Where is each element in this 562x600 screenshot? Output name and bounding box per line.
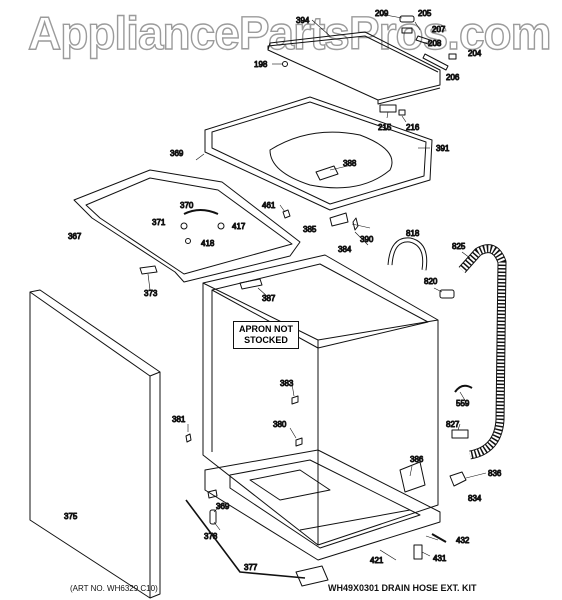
apron-not-stocked-note: APRON NOT STOCKED <box>233 321 299 349</box>
fastener-parts <box>185 395 447 587</box>
part-label: 461 <box>262 201 276 210</box>
part-label: 386 <box>410 455 424 464</box>
frame-part <box>73 169 359 283</box>
part-label: 377 <box>244 563 258 572</box>
top-cover-part <box>204 96 433 211</box>
part-label: 388 <box>343 159 357 168</box>
part-label: 369 <box>170 149 184 158</box>
part-label: 370 <box>180 201 194 210</box>
part-label: 383 <box>280 379 294 388</box>
part-label: 385 <box>303 225 317 234</box>
part-label: 384 <box>338 245 352 254</box>
part-label: 834 <box>468 494 482 503</box>
part-label: 205 <box>418 9 432 18</box>
drain-hose-kit-caption: WH49X0301 DRAIN HOSE EXT. KIT <box>328 583 477 593</box>
part-label: 387 <box>262 294 276 303</box>
part-label: 206 <box>446 73 460 82</box>
part-label: 417 <box>232 222 246 231</box>
part-label: 825 <box>452 242 466 251</box>
part-label: 381 <box>172 415 186 424</box>
part-label: 215 <box>378 123 392 132</box>
part-label: 373 <box>144 289 158 298</box>
part-label: 380 <box>273 420 287 429</box>
part-label: 375 <box>64 512 78 521</box>
part-label: 559 <box>456 399 470 408</box>
apron-note-line2: STOCKED <box>244 335 288 345</box>
part-label: 827 <box>446 420 460 429</box>
front-panel-part <box>29 289 161 599</box>
part-label: 209 <box>375 9 389 18</box>
apron-note-line1: APRON NOT <box>239 324 293 334</box>
part-label: 391 <box>436 144 450 153</box>
part-label: 369 <box>216 502 230 511</box>
part-label: 432 <box>456 536 470 545</box>
part-number-labels: 394 209 205 207 208 204 206 198 215 216 … <box>64 9 503 573</box>
part-label: 820 <box>424 277 438 286</box>
part-label: 431 <box>433 554 447 563</box>
part-label: 198 <box>254 60 268 69</box>
part-label: 208 <box>428 39 442 48</box>
hinge-parts <box>282 15 457 116</box>
part-label: 818 <box>406 229 420 238</box>
lid-part <box>267 31 441 105</box>
art-number-caption: (ART NO. WH6329 C10) <box>70 584 158 593</box>
leader-lines <box>147 13 487 561</box>
cabinet-part <box>202 254 439 546</box>
part-label: 421 <box>370 556 384 565</box>
part-label: 378 <box>204 532 218 541</box>
part-label: 836 <box>488 469 502 478</box>
part-label: 390 <box>360 235 374 244</box>
part-label: 418 <box>201 239 215 248</box>
part-label: 367 <box>68 232 82 241</box>
drain-hose-part <box>439 244 507 487</box>
watermark-text: AppliancePartsPros.com <box>27 6 552 59</box>
part-label: 394 <box>296 16 310 25</box>
part-label: 204 <box>468 49 482 58</box>
base-part <box>204 449 441 561</box>
part-label: 207 <box>432 25 446 34</box>
part-label: 371 <box>152 218 166 227</box>
part-label: 216 <box>406 123 420 132</box>
